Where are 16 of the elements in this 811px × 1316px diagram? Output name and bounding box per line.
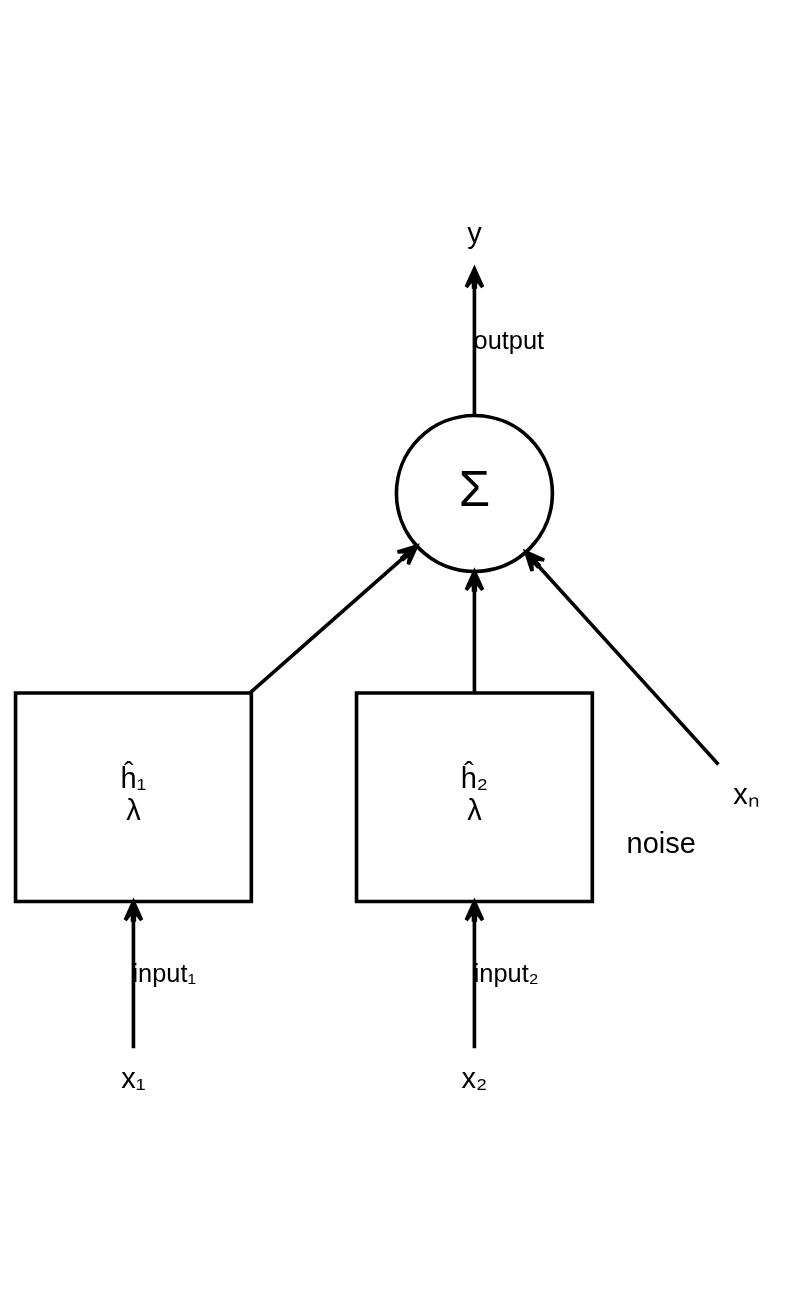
arrow bbox=[123, 899, 144, 1048]
edge-label: input₁ bbox=[132, 958, 197, 987]
arrow bbox=[464, 266, 485, 415]
arrow bbox=[524, 549, 720, 766]
node-box: ĥ₂ λ bbox=[354, 690, 595, 903]
arrow bbox=[249, 543, 419, 694]
node-label: noise bbox=[626, 826, 696, 859]
node-text: x₁ bbox=[121, 1061, 146, 1094]
node-text: xₙ bbox=[733, 777, 760, 810]
edge-label: input₂ bbox=[473, 958, 539, 987]
arrow bbox=[464, 569, 485, 692]
edge-label: output bbox=[473, 325, 545, 354]
arrow bbox=[464, 899, 485, 1048]
node-box: ĥ₁ λ bbox=[13, 690, 254, 903]
node-text: x₂ bbox=[461, 1061, 488, 1094]
node-text: y bbox=[467, 216, 482, 249]
